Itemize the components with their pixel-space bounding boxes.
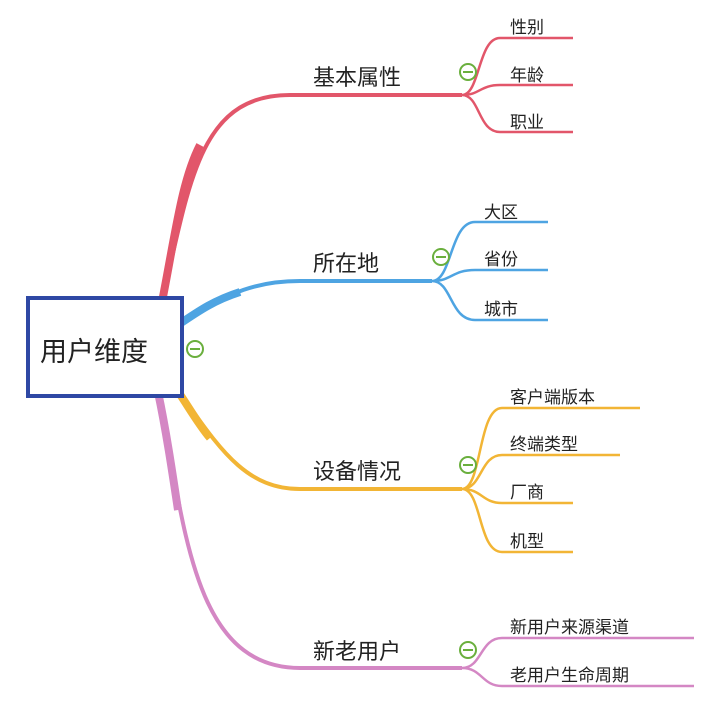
branch-label-user-type[interactable]: 新老用户 — [313, 640, 402, 665]
connector-location-leaves — [431, 220, 548, 322]
leaf-old-user-lifecycle[interactable]: 老用户生命周期 — [510, 666, 629, 686]
leaf-model[interactable]: 机型 — [510, 532, 544, 552]
minus-circle-icon[interactable] — [459, 456, 477, 474]
leaf-province[interactable]: 省份 — [484, 250, 518, 270]
minus-circle-icon[interactable] — [186, 340, 204, 358]
connector-basic-leaves — [461, 36, 573, 134]
branch-label-location[interactable]: 所在地 — [313, 252, 380, 277]
leaf-age[interactable]: 年龄 — [510, 66, 544, 86]
leaf-region[interactable]: 大区 — [484, 203, 518, 223]
leaf-manufacturer[interactable]: 厂商 — [510, 483, 544, 503]
minus-circle-icon[interactable] — [459, 641, 477, 659]
branch-label-device[interactable]: 设备情况 — [313, 460, 402, 485]
minus-circle-icon[interactable] — [459, 63, 477, 81]
leaf-occupation[interactable]: 职业 — [510, 113, 544, 133]
leaf-gender[interactable]: 性别 — [510, 18, 544, 38]
leaf-terminal-type[interactable]: 终端类型 — [510, 435, 578, 455]
branch-label-basic[interactable]: 基本属性 — [313, 66, 402, 91]
leaf-new-user-channel[interactable]: 新用户来源渠道 — [510, 618, 629, 638]
root-label: 用户维度 — [40, 337, 148, 368]
minus-circle-icon[interactable] — [432, 248, 450, 266]
connector-root-basic — [160, 93, 462, 303]
connector-device-leaves — [461, 406, 640, 554]
root-node[interactable] — [26, 296, 184, 398]
leaf-client-version[interactable]: 客户端版本 — [510, 388, 595, 408]
leaf-city[interactable]: 城市 — [484, 300, 518, 320]
connector-user-leaves — [461, 636, 694, 688]
